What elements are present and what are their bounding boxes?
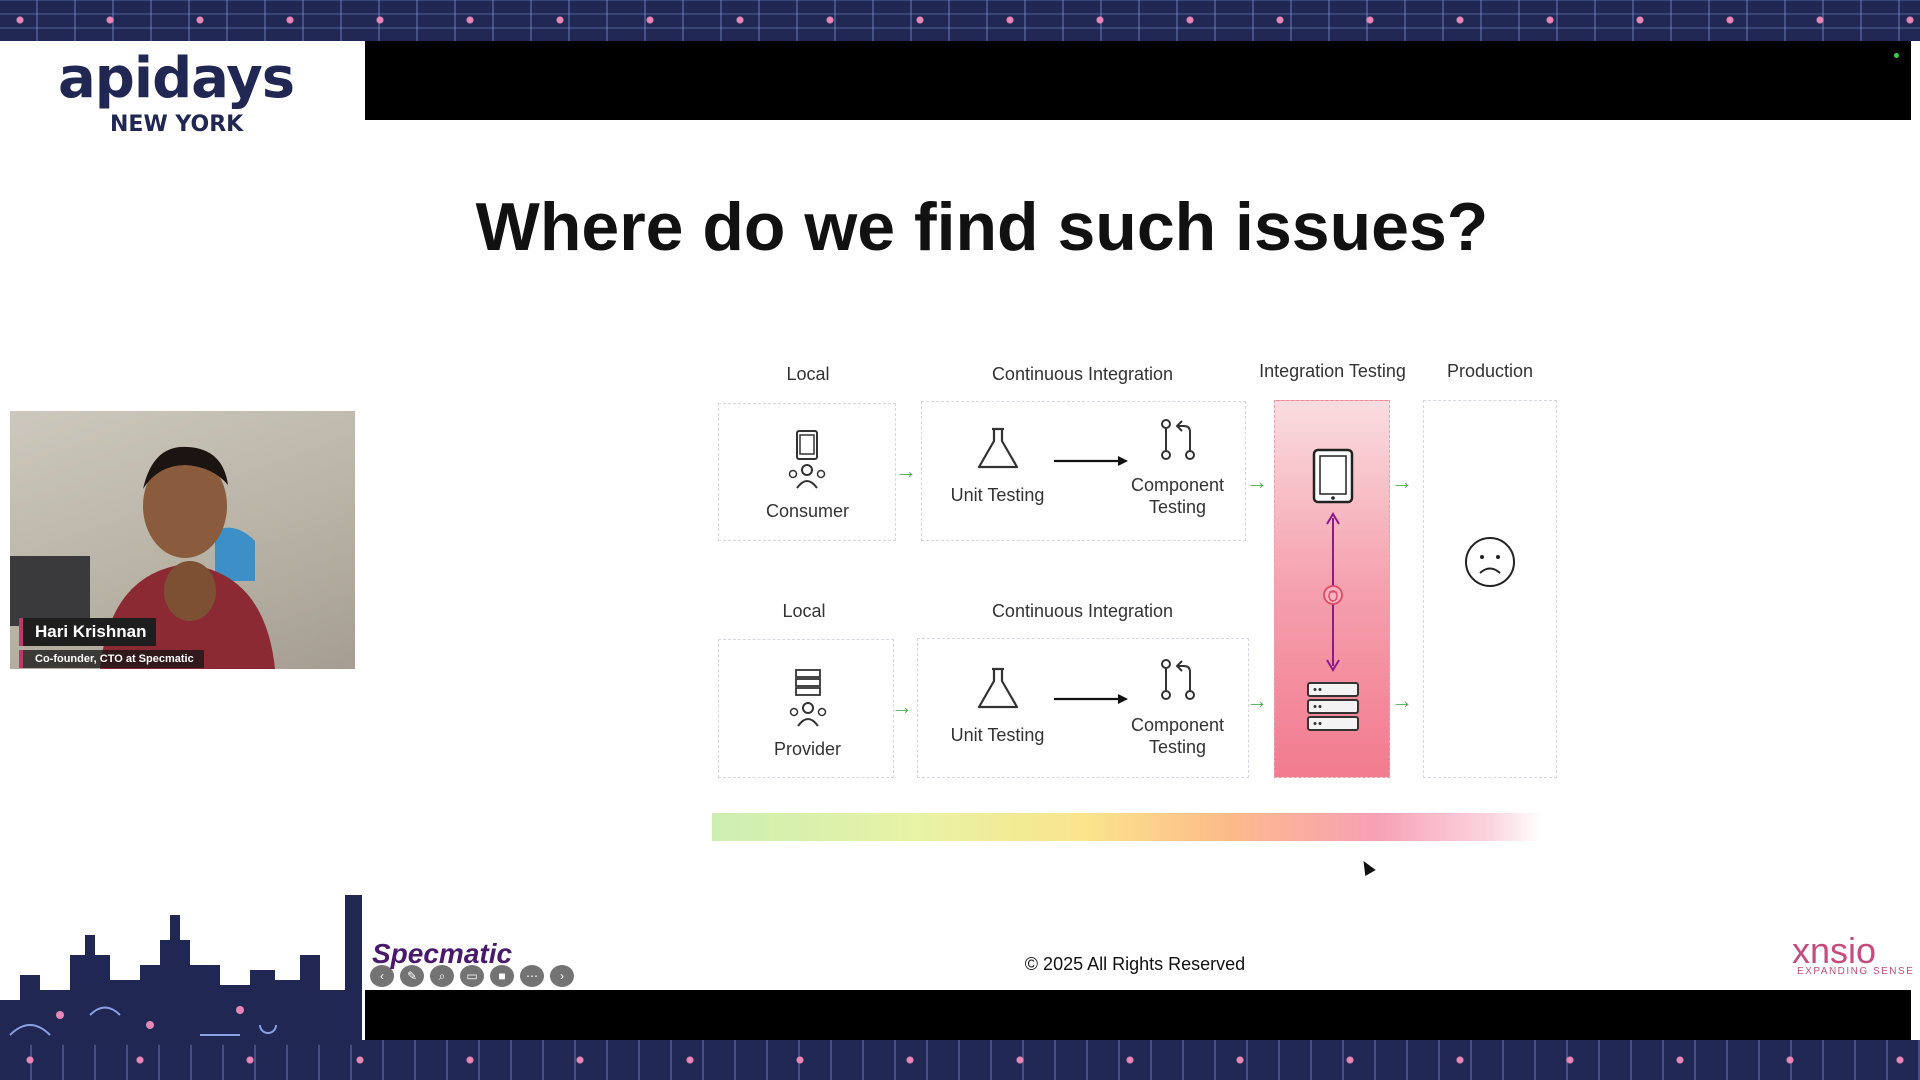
cc-icon[interactable]: ▭ [460,965,484,987]
provider-local-box [718,639,894,778]
slide-title: Where do we find such issues? [475,189,1489,265]
flask-icon [977,667,1019,709]
presenter-role: Co-founder, CTO at Specmatic [19,650,204,668]
sad-face-icon [1465,537,1515,587]
component-testing-label-top: Component Testing [1130,475,1225,517]
more-icon[interactable]: ⋯ [520,965,544,987]
mobile-user-icon [788,430,826,489]
unit-testing-label-bottom: Unit Testing [950,725,1045,745]
server-user-icon [789,669,827,727]
specmatic-logo: Specmatic [372,938,513,969]
camera-icon[interactable]: ■ [490,965,514,987]
presenter-video [10,446,275,669]
ci-arrow-bottom [1054,694,1128,704]
presenter-name: Hari Krishnan [19,618,157,646]
git-merge-icon [1161,419,1195,460]
zoom-icon[interactable]: ⌕ [430,965,454,987]
presenter-webcam: Hari Krishnan Co-founder, CTO at Specmat… [10,411,355,669]
label-local-bottom: Local [782,601,826,621]
production-box [1423,400,1557,778]
unit-testing-label-top: Unit Testing [950,485,1045,505]
label-ci-top: Continuous Integration [991,364,1174,384]
status-dot [1894,53,1899,58]
forward-icon[interactable]: › [550,965,574,987]
risk-gradient-bar [712,813,1542,841]
letterbox-bottom [365,990,1911,1040]
green-arrow-icon: → [1391,469,1413,494]
green-arrow-icon: → [895,458,917,483]
green-arrow-icon: → [1246,469,1268,494]
mouse-cursor [1358,857,1376,877]
label-integration-testing: Integration Testing [1259,361,1406,381]
back-icon[interactable]: ‹ [370,965,394,987]
provider-label: Provider [773,739,842,759]
consumer-label: Consumer [765,501,850,521]
bug-icon [1323,585,1343,605]
provider-ci-box [917,638,1249,778]
label-production: Production [1446,361,1534,381]
top-decor-band [0,0,1920,41]
consumer-local-box [718,403,896,541]
flask-icon [977,427,1019,469]
green-arrow-icon: → [1391,688,1413,713]
pen-icon[interactable]: ✎ [400,965,424,987]
git-merge-icon [1161,659,1195,700]
ci-arrow-top [1054,456,1128,466]
tablet-icon [1312,448,1354,504]
bottom-decor-band [0,1040,1920,1080]
label-ci-bottom: Continuous Integration [991,601,1174,621]
consumer-ci-box [921,401,1246,541]
xnsio-logo: xnsio [1792,930,1877,971]
xnsio-tagline: EXPANDING SENSE [1797,966,1915,977]
green-arrow-icon: → [1246,688,1268,713]
green-arrow-icon: → [891,694,913,719]
city-skyline [0,895,362,1045]
new-york-label: NEW YORK [110,112,244,137]
player-toolbar: ‹ ✎ ⌕ ▭ ■ ⋯ › [370,964,574,988]
server-stack-icon [1307,682,1359,731]
component-testing-label-bottom: Component Testing [1130,715,1225,757]
apidays-logo: apidays [58,46,295,111]
letterbox-top [365,41,1911,120]
label-local-top: Local [786,364,830,384]
copyright-text: © 2025 All Rights Reserved [1024,954,1246,974]
